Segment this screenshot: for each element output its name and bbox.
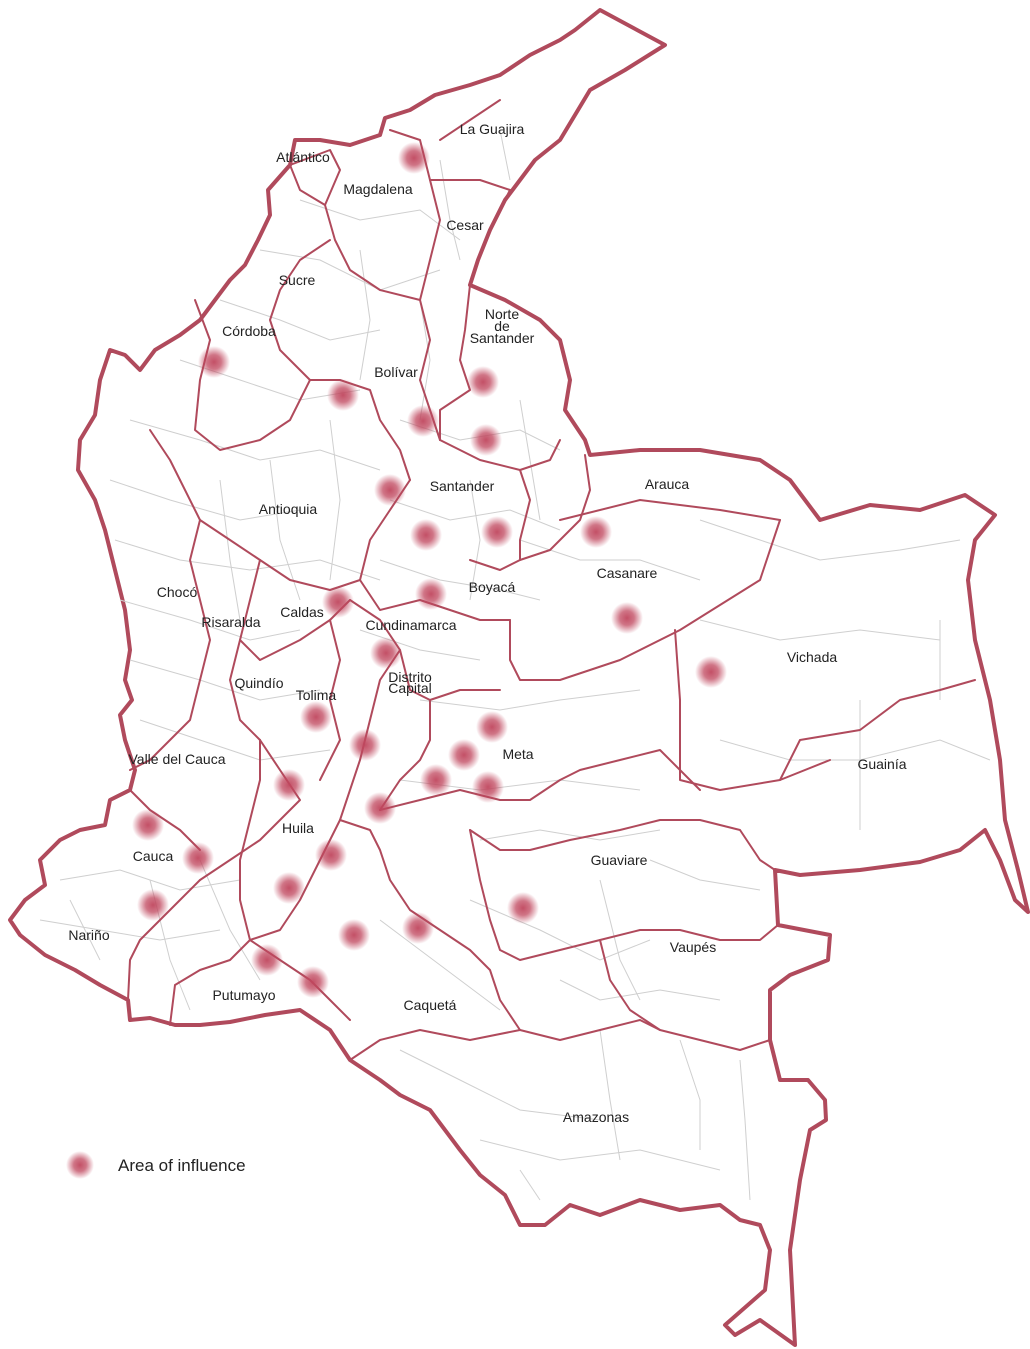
influence-dot-icon <box>66 1151 94 1179</box>
label-risaralda: Risaralda <box>201 614 260 630</box>
influence-area-icon <box>580 516 612 548</box>
label-boyaca: Boyacá <box>469 579 516 595</box>
label-antioquia: Antioquia <box>259 501 318 517</box>
label-arauca: Arauca <box>645 476 690 492</box>
influence-area-icon <box>297 966 329 998</box>
label-santander: Santander <box>430 478 495 494</box>
label-vichada: Vichada <box>787 649 838 665</box>
label-valle-del-cauca: Valle del Cauca <box>128 751 225 767</box>
label-cundinamarca: Cundinamarca <box>365 617 456 633</box>
label-atlantico: Atlántico <box>276 149 330 165</box>
label-narino: Nariño <box>68 927 109 943</box>
label-amazonas: Amazonas <box>563 1109 629 1125</box>
influence-area-icon <box>415 578 447 610</box>
influence-area-icon <box>398 142 430 174</box>
influence-area-icon <box>132 809 164 841</box>
influence-area-icon <box>611 602 643 634</box>
label-bolivar: Bolívar <box>374 364 418 380</box>
influence-area-icon <box>251 944 283 976</box>
influence-area-icon <box>315 839 347 871</box>
influence-area-icon <box>273 769 305 801</box>
influence-area-icon <box>472 771 504 803</box>
label-cesar: Cesar <box>446 217 484 233</box>
influence-area-icon <box>300 701 332 733</box>
influence-area-icon <box>322 586 354 618</box>
label-magdalena: Magdalena <box>343 181 412 197</box>
influence-area-icon <box>349 729 381 761</box>
influence-area-icon <box>273 872 305 904</box>
label-cauca: Cauca <box>133 848 174 864</box>
label-la-guajira: La Guajira <box>460 121 525 137</box>
label-guaviare: Guaviare <box>591 852 648 868</box>
label-cordoba: Córdoba <box>222 323 276 339</box>
label-huila: Huila <box>282 820 314 836</box>
influence-area-icon <box>402 912 434 944</box>
label-vaupes: Vaupés <box>670 939 716 955</box>
department-labels: La Guajira Atlántico Magdalena Cesar Suc… <box>68 121 906 1125</box>
label-guainia: Guainía <box>857 756 906 772</box>
legend-label: Area of influence <box>118 1156 246 1175</box>
influence-area-icon <box>407 405 439 437</box>
influence-area-icon <box>467 366 499 398</box>
influence-area-icon <box>182 842 214 874</box>
label-tolima: Tolima <box>296 687 337 703</box>
label-caqueta: Caquetá <box>404 997 457 1013</box>
influence-area-icon <box>410 519 442 551</box>
label-sucre: Sucre <box>279 272 316 288</box>
influence-area-icon <box>481 516 513 548</box>
influence-area-icon <box>374 474 406 506</box>
influence-area-icon <box>137 889 169 921</box>
influence-area-icon <box>198 346 230 378</box>
influence-area-icon <box>370 637 402 669</box>
label-caldas: Caldas <box>280 604 324 620</box>
label-putumayo: Putumayo <box>212 987 275 1003</box>
influence-area-icon <box>507 892 539 924</box>
label-meta: Meta <box>502 746 533 762</box>
legend: Area of influence <box>66 1151 246 1179</box>
influence-areas <box>132 142 727 998</box>
influence-area-icon <box>470 424 502 456</box>
label-choco: Chocó <box>157 584 198 600</box>
influence-area-icon <box>448 739 480 771</box>
influence-area-icon <box>327 379 359 411</box>
label-casanare: Casanare <box>597 565 658 581</box>
influence-area-icon <box>476 711 508 743</box>
label-quindio: Quindío <box>234 675 283 691</box>
influence-area-icon <box>338 919 370 951</box>
influence-area-icon <box>364 792 396 824</box>
influence-area-icon <box>695 656 727 688</box>
influence-area-icon <box>420 764 452 796</box>
